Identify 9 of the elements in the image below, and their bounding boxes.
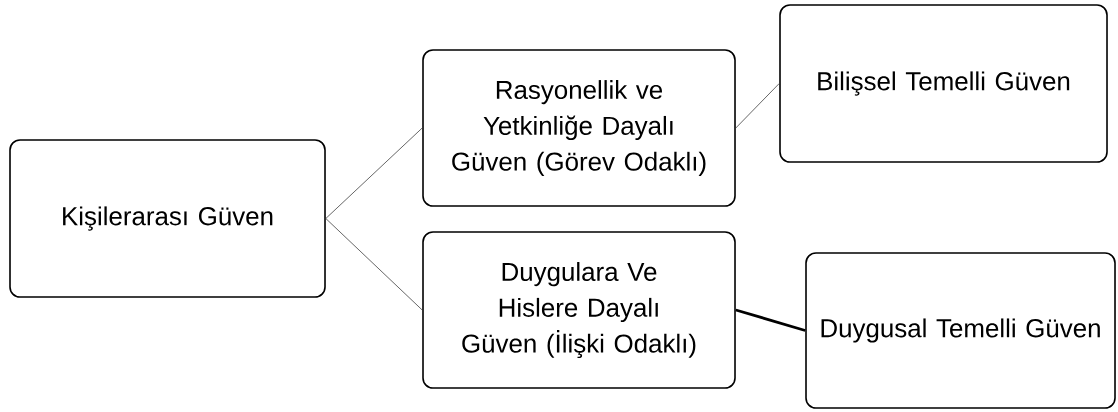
connector-line <box>735 83 780 129</box>
process-box: Bilişsel Temelli Güven <box>779 4 1108 163</box>
process-box: Rasyonellik ve Yetkinliğe Dayalı Güven (Görev Odaklı) <box>422 49 736 207</box>
process-box: Duygulara Ve Hislere Dayalı Güven (İlişki Odaklı) <box>422 231 736 389</box>
connector-line <box>325 218 423 311</box>
process-box: Kişilerarası Güven <box>9 139 326 298</box>
connector-line <box>325 127 423 219</box>
process-box: Duygusal Temelli Güven <box>805 252 1116 409</box>
connector-line <box>735 308 806 332</box>
